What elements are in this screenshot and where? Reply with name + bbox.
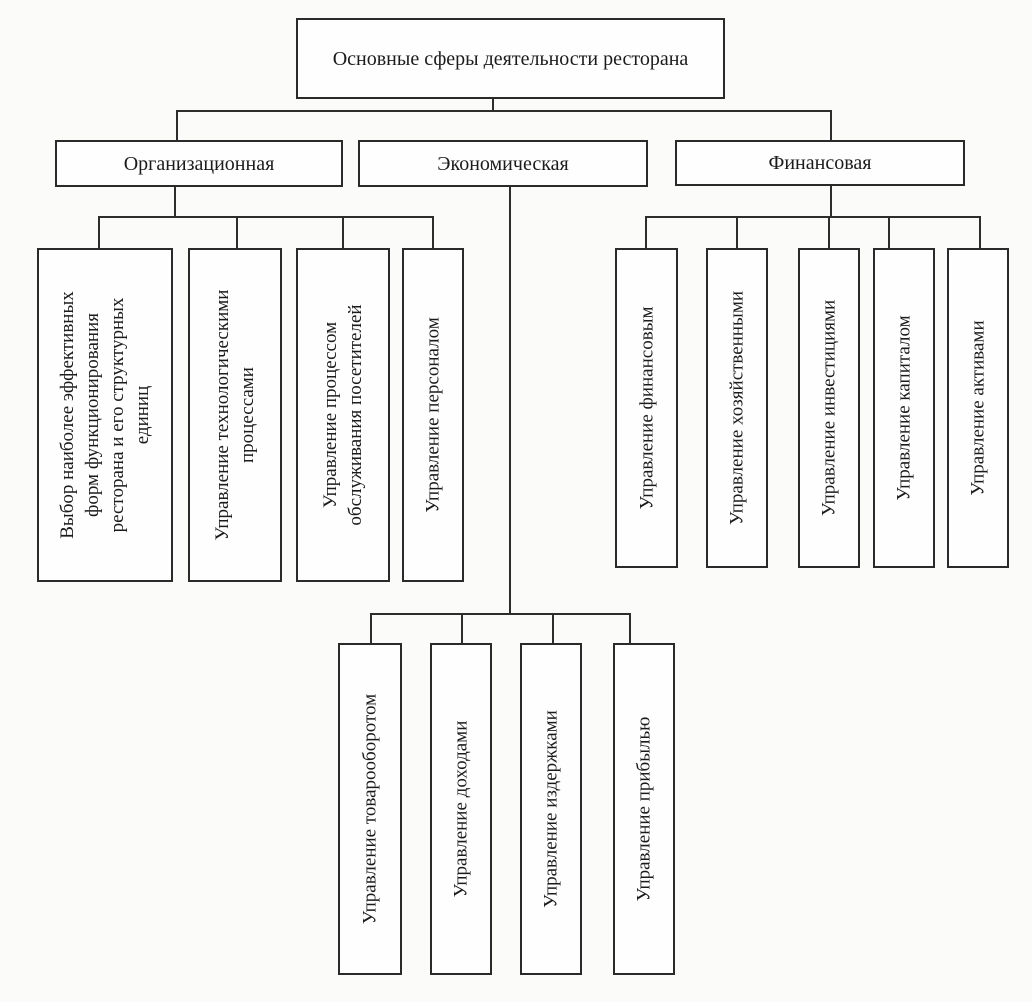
branch-label-organizational: Организационная [123, 152, 275, 175]
connector-econ-child-4 [629, 613, 631, 643]
child-box-econ-turnover: Управление товарооборотом [338, 643, 402, 975]
connector-org-child-1 [98, 216, 100, 248]
connector-fin-child-5 [979, 216, 981, 248]
connector-main-horizontal [176, 110, 832, 112]
child-box-org-effective-forms: Выбор наиболее эффективных форм функцион… [37, 248, 173, 582]
connector-economic-down [509, 187, 511, 615]
connector-drop-financial [830, 110, 832, 140]
child-label-fin-assets: Управление активами [967, 320, 989, 496]
child-label-econ-profit: Управление прибылью [633, 716, 655, 902]
child-box-fin-assets: Управление активами [947, 248, 1009, 568]
child-box-org-service-process: Управление процессом обслуживания посети… [296, 248, 390, 582]
child-label-org-service-process: Управление процессом обслуживания посети… [319, 304, 366, 526]
child-label-fin-capital: Управление капиталом [893, 315, 915, 501]
child-label-fin-economic-assets: Управление хозяйственными [726, 290, 748, 526]
child-label-econ-income: Управление доходами [450, 720, 472, 898]
child-label-econ-turnover: Управление товарооборотом [359, 693, 381, 925]
child-label-econ-costs: Управление издержками [540, 710, 562, 908]
connector-financial-horizontal [645, 216, 981, 218]
root-label: Основные сферы деятельности ресторана [332, 47, 689, 70]
connector-org-child-2 [236, 216, 238, 248]
child-label-org-effective-forms: Выбор наиболее эффективных форм функцион… [56, 291, 154, 539]
connector-fin-child-2 [736, 216, 738, 248]
connector-econ-child-3 [552, 613, 554, 643]
child-box-fin-financial: Управление финансовым [615, 248, 678, 568]
connector-org-child-4 [432, 216, 434, 248]
connector-organizational-horizontal [98, 216, 434, 218]
connector-econ-child-1 [370, 613, 372, 643]
child-label-fin-financial: Управление финансовым [635, 306, 657, 510]
connector-fin-child-1 [645, 216, 647, 248]
child-box-org-tech-processes: Управление технологическими процессами [188, 248, 282, 582]
connector-organizational-down [174, 187, 176, 217]
child-label-org-tech-processes: Управление технологическими процессами [211, 289, 258, 541]
connector-org-child-3 [342, 216, 344, 248]
connector-root-drop [492, 99, 494, 112]
connector-econ-child-2 [461, 613, 463, 643]
child-box-econ-income: Управление доходами [430, 643, 492, 975]
branch-label-economic: Экономическая [437, 152, 569, 175]
connector-economic-horizontal [370, 613, 631, 615]
child-box-fin-investments: Управление инвестициями [798, 248, 860, 568]
child-box-econ-costs: Управление издержками [520, 643, 582, 975]
root-box: Основные сферы деятельности ресторана [296, 18, 725, 99]
child-label-org-personnel: Управление персоналом [422, 317, 444, 513]
child-label-fin-investments: Управление инвестициями [818, 299, 840, 517]
connector-financial-down [830, 186, 832, 217]
child-box-fin-capital: Управление капиталом [873, 248, 935, 568]
connector-fin-child-4 [888, 216, 890, 248]
branch-label-financial: Финансовая [768, 152, 872, 174]
child-box-org-personnel: Управление персоналом [402, 248, 464, 582]
child-box-econ-profit: Управление прибылью [613, 643, 675, 975]
branch-box-economic: Экономическая [358, 140, 648, 187]
connector-fin-child-3 [828, 216, 830, 248]
branch-box-financial: Финансовая [675, 140, 965, 186]
branch-box-organizational: Организационная [55, 140, 343, 187]
connector-drop-organizational [176, 110, 178, 140]
child-box-fin-economic-assets: Управление хозяйственными [706, 248, 768, 568]
